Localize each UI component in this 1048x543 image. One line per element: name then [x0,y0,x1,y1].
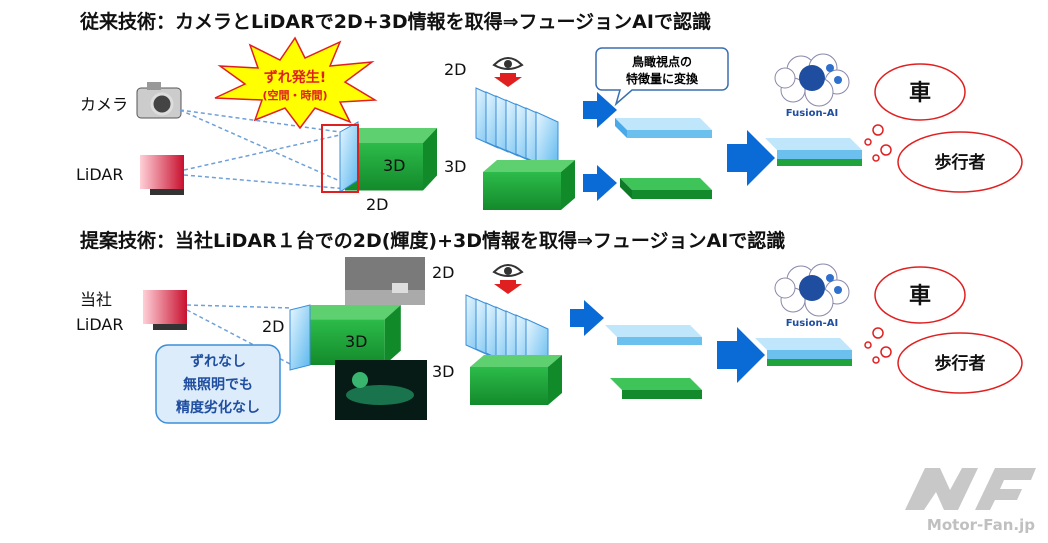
fusion-ai-label: Fusion-AI [786,108,838,119]
misalignment-highlight [321,124,359,193]
fused-feature [755,338,852,366]
point-cloud-image [335,360,427,420]
result-car-label: 車 [909,284,931,309]
burst-text: ずれ発生! [264,69,326,86]
own-lidar-label-2: LiDAR [76,315,123,334]
bev-feature-3d [620,178,712,199]
bubble-text-2: 特徴量に変換 [626,71,699,86]
speech-bubble [595,47,729,107]
bev-feature-2d [615,118,712,138]
luminance-image [345,257,425,305]
motor-fan-logo [905,468,1036,510]
fused-feature [765,138,862,166]
fusion-ai-icon [774,53,850,107]
result-cloud-pedestrian [872,131,1023,193]
burst-subtext: (空間・時間) [262,88,327,102]
slab-2d-label: 2D [366,195,389,214]
2d-slab [339,121,359,193]
result-cloud-car [864,266,966,349]
own-lidar-device-icon [143,290,187,330]
image-3d-label: 3D [432,362,455,381]
camera-label: カメラ [80,95,128,114]
row-2d-label: 2D [444,60,467,79]
result-cloud-pedestrian [872,332,1023,394]
box-3d-label: 3D [345,332,368,351]
arrow-icon [583,92,617,128]
point-cloud-3d-box [483,160,575,210]
row-3d-label: 3D [444,157,467,176]
bev-feature-3d [610,378,702,399]
slab-2d-label: 2D [262,317,285,336]
arrow-icon [570,300,604,336]
result-car-label: 車 [909,81,931,106]
result-pedestrian-label: 歩行者 [935,152,986,173]
advantage-note [155,344,281,424]
birds-eye-view-icon [493,264,523,295]
sensor-rays [179,109,361,191]
fusion-ai-label: Fusion-AI [786,318,838,329]
note-line-1: ずれなし [190,353,246,370]
watermark-text: Motor-Fan.jp [927,516,1035,534]
note-line-2: 無照明でも [183,376,253,393]
box-3d-label: 3D [383,156,406,175]
result-cloud-car [864,63,966,146]
birds-eye-view-icon [493,57,523,88]
title-conventional: 従来技術：カメラとLiDARで2D+3D情報を取得⇒フュージョンAIで認識 [79,10,711,33]
title-proposed: 提案技術：当社LiDAR１台での2D(輝度)+3D情報を取得⇒フュージョンAIで… [80,229,785,252]
note-line-3: 精度劣化なし [176,399,260,416]
result-pedestrian-label: 歩行者 [935,353,986,374]
misalignment-burst [214,36,378,130]
bev-feature-2d [605,325,702,345]
point-cloud-3d-box [470,355,562,405]
fusion-arrow-icon [717,327,765,383]
image-stack-2d [475,87,559,173]
camera-icon [136,82,182,119]
bubble-text-1: 鳥瞰視点の [632,54,692,69]
arrow-icon [583,165,617,201]
2d-slab [289,304,311,371]
fusion-ai-icon [774,263,850,317]
lidar-label: LiDAR [76,165,123,184]
own-lidar-label-1: 当社 [80,290,112,309]
lidar-device-icon [140,155,184,195]
image-2d-label: 2D [432,263,455,282]
